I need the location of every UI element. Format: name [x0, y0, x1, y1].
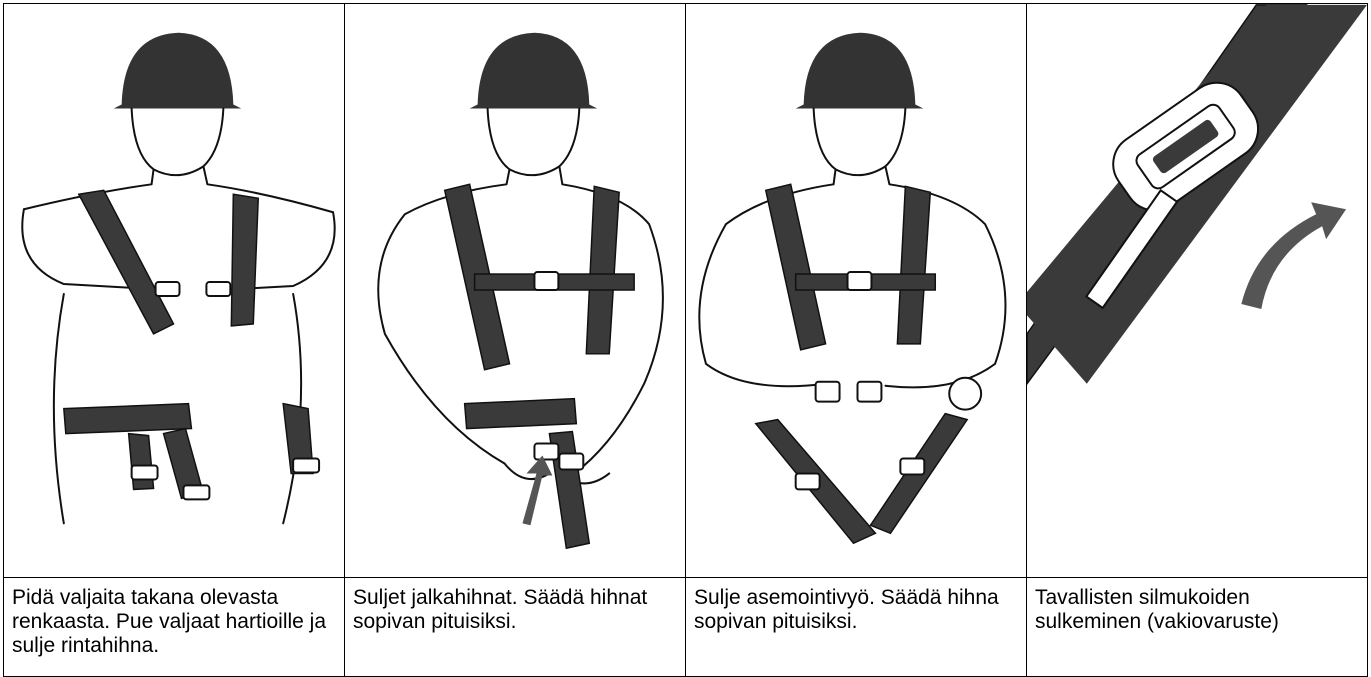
harness-donning-icon: [4, 4, 344, 577]
leg-strap-closing-icon: [345, 4, 685, 577]
step-2-illustration: [345, 4, 686, 578]
instruction-table: Pidä valjaita takana olevasta renkaasta.…: [3, 3, 1368, 677]
illustration-row: [4, 4, 1368, 578]
step-1-illustration: [4, 4, 345, 578]
step-4-illustration: [1027, 4, 1368, 578]
step-2-caption: Suljet jalkahihnat. Säädä hihnat sopivan…: [345, 578, 686, 677]
strap-loop-closing-icon: [1027, 4, 1367, 577]
caption-row: Pidä valjaita takana olevasta renkaasta.…: [4, 578, 1368, 677]
step-4-caption: Tavallisten silmukoiden sulkeminen (vaki…: [1027, 578, 1368, 677]
positioning-belt-closing-icon: [686, 4, 1026, 577]
instruction-sheet: Pidä valjaita takana olevasta renkaasta.…: [3, 3, 1367, 668]
step-1-caption: Pidä valjaita takana olevasta renkaasta.…: [4, 578, 345, 677]
step-3-caption: Sulje asemointivyö. Säädä hihna sopivan …: [686, 578, 1027, 677]
step-3-illustration: [686, 4, 1027, 578]
